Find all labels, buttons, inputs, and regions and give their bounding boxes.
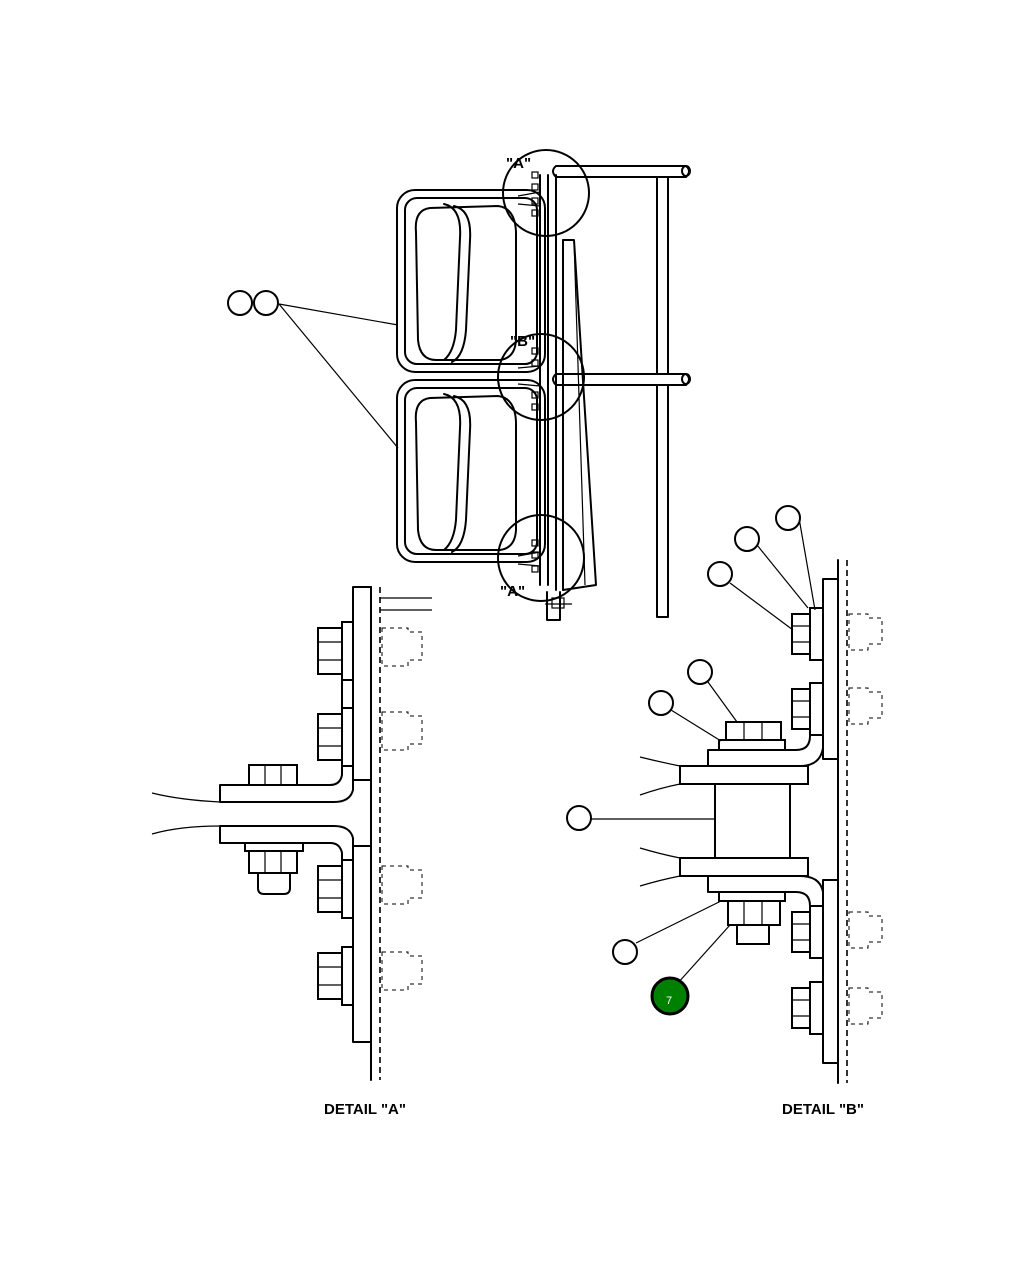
rail-bolts [517,171,541,573]
highlighted-callout-bubble[interactable] [650,976,690,1016]
detail-b-callouts: 7 [566,505,816,1016]
detail-a-bolts [317,621,423,1006]
bottom-bracket [545,591,572,621]
callout-bubble [775,505,801,531]
upper-seat [396,189,546,373]
arm-rails [552,165,691,618]
detail-circle-b [497,333,585,421]
detail-circle-a-top [502,149,590,237]
seat-callouts [227,290,399,449]
callout-bubble [227,290,253,316]
detail-b: 7 [566,505,883,1084]
detail-b-caption: DETAIL "B" [782,1101,864,1118]
detail-marker-b: "B" [510,333,535,350]
callout-bubble [687,659,713,685]
highlighted-callout-number: 7 [666,995,672,1007]
callout-bubble [566,805,592,831]
lower-seat [396,379,546,563]
callout-bubble [707,561,733,587]
seat-assembly: "A" "B" "A" [227,149,691,621]
callout-bubble [648,690,674,716]
mounting-rails [539,174,597,591]
detail-marker-a-bottom: "A" [500,583,525,600]
callout-bubble [253,290,279,316]
callout-bubble [734,526,760,552]
detail-circle-a-bottom [497,514,585,602]
detail-a [151,586,432,1081]
detail-marker-a-top: "A" [506,155,531,172]
callout-bubble [612,939,638,965]
detail-b-bolts [791,607,883,1035]
detail-a-caption: DETAIL "A" [324,1101,406,1118]
